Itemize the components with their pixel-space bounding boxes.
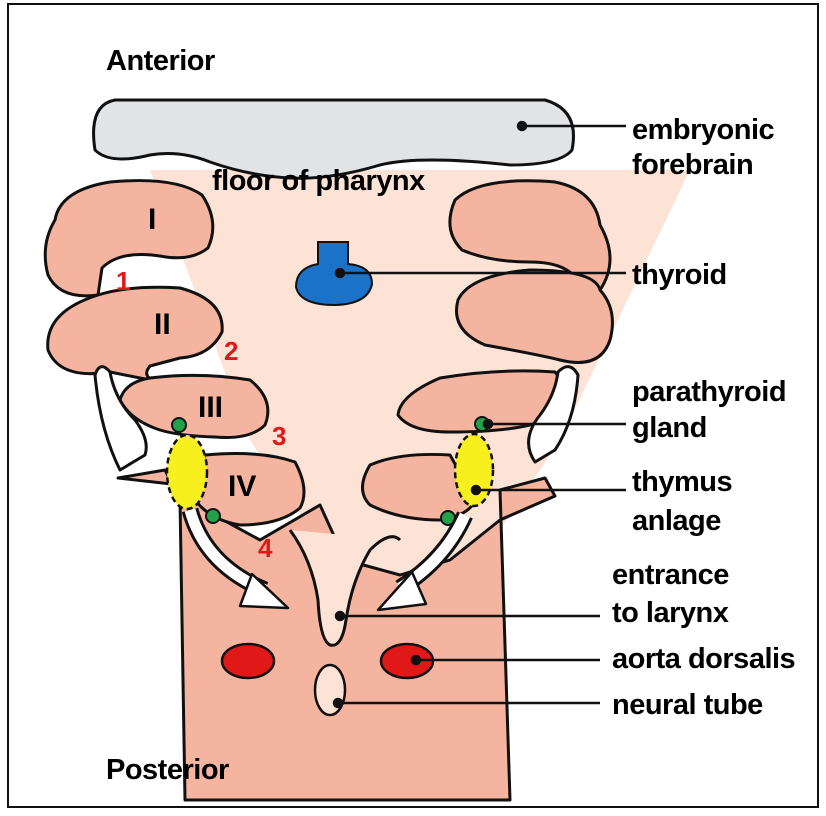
cleft-number-3: 3 — [272, 421, 286, 451]
aorta-dorsalis-left — [222, 644, 274, 678]
label-to-larynx: to larynx — [612, 597, 729, 629]
label-gland: gland — [632, 412, 707, 444]
posterior-label: Posterior — [106, 754, 229, 786]
arch-label-III: III — [198, 391, 223, 424]
floor-of-pharynx-label: floor of pharynx — [212, 165, 425, 197]
thymus-anlage-right — [455, 434, 493, 506]
anterior-label: Anterior — [106, 45, 215, 77]
parathyroid-dot — [172, 418, 186, 432]
label-forebrain: forebrain — [632, 149, 753, 181]
arch-label-II: II — [154, 308, 171, 341]
label-thyroid: thyroid — [632, 259, 727, 291]
parathyroid-dot — [206, 509, 220, 523]
label-thymus: thymus — [632, 466, 732, 498]
leader-dot — [472, 486, 480, 494]
leader-dot — [484, 420, 492, 428]
label-parathyroid: parathyroid — [632, 376, 786, 408]
leader-dot — [334, 699, 342, 707]
label-entrance: entrance — [612, 559, 729, 591]
leader-dot — [518, 122, 526, 130]
arch-label-I: I — [148, 203, 156, 236]
label-aorta-dorsalis: aorta dorsalis — [612, 643, 795, 675]
cleft-number-1: 1 — [116, 266, 130, 296]
leader-dot — [412, 656, 420, 664]
label-embryonic: embryonic — [632, 114, 775, 146]
leader-dot — [336, 612, 344, 620]
label-anlage: anlage — [632, 505, 721, 537]
thymus-anlage-left — [167, 435, 207, 509]
leader-dot — [336, 269, 344, 277]
label-neural-tube: neural tube — [612, 689, 763, 721]
left-arch-III — [120, 375, 268, 437]
cleft-number-4: 4 — [258, 533, 273, 563]
arch-label-IV: IV — [228, 470, 256, 503]
left-arch-II — [48, 287, 222, 382]
cleft-number-2: 2 — [224, 336, 238, 366]
